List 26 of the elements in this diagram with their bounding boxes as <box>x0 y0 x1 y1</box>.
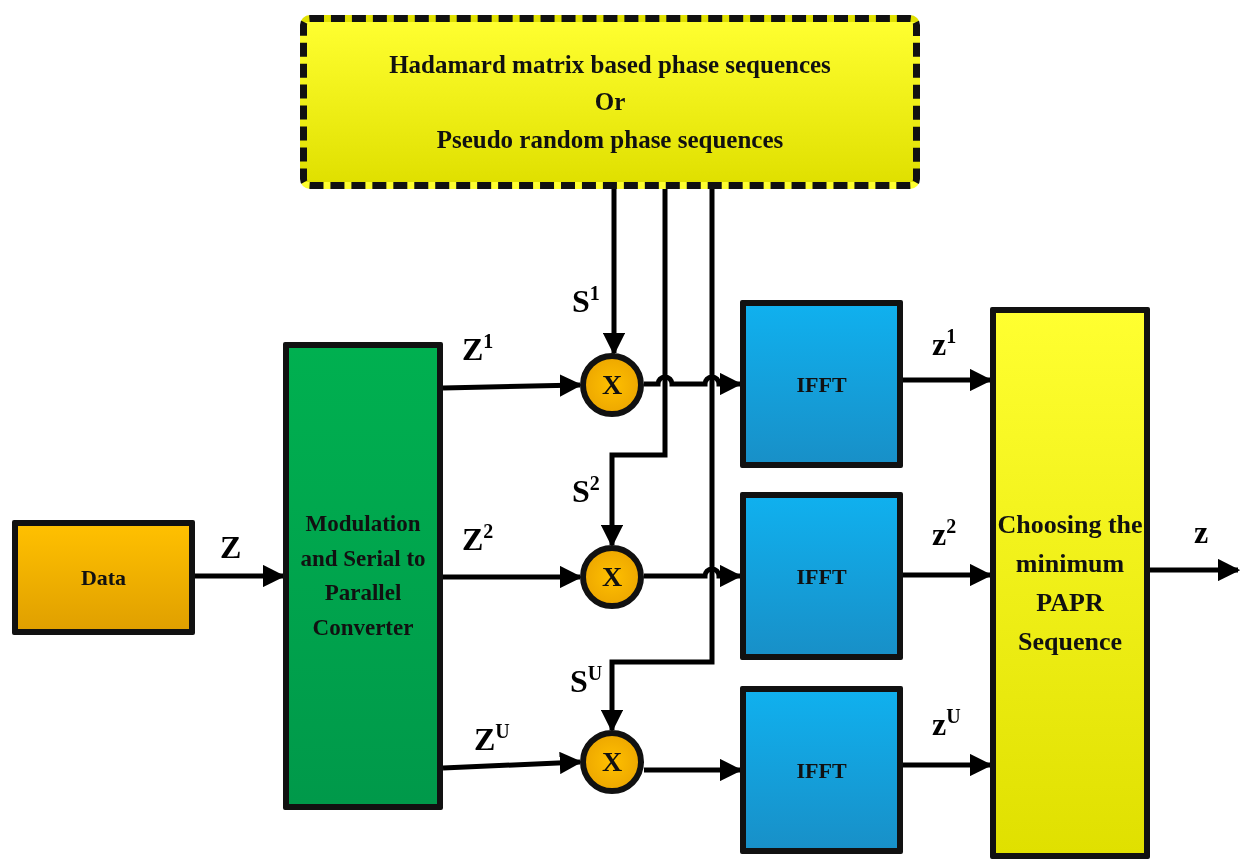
block-label: Hadamard matrix based phase sequences <box>389 49 831 80</box>
block <box>740 686 903 854</box>
block-label: IFFT <box>796 370 847 399</box>
block <box>283 342 443 810</box>
block <box>740 492 903 660</box>
block <box>300 15 920 189</box>
block-label: Pseudo random phase sequences <box>436 124 784 155</box>
block <box>12 520 195 635</box>
block-label: Choosing the minimum PAPR Sequence <box>996 509 1144 658</box>
arrow <box>600 189 715 733</box>
arrow <box>600 189 668 548</box>
block-label: X <box>601 560 623 594</box>
block-label: Modulation and Serial to Parallel Converter <box>299 510 427 642</box>
block <box>990 307 1150 859</box>
block-label: Data <box>80 564 127 592</box>
multiplier-circle <box>580 353 644 417</box>
multiplier-circle <box>580 545 644 609</box>
arrow <box>602 189 626 356</box>
block-label: IFFT <box>796 562 847 591</box>
block-label: X <box>601 745 623 779</box>
block-label: IFFT <box>796 756 847 785</box>
block-label: Or <box>594 87 626 118</box>
block <box>740 300 903 468</box>
arrow <box>1150 558 1241 582</box>
multiplier-circle <box>580 730 644 794</box>
block-label: X <box>601 368 623 402</box>
